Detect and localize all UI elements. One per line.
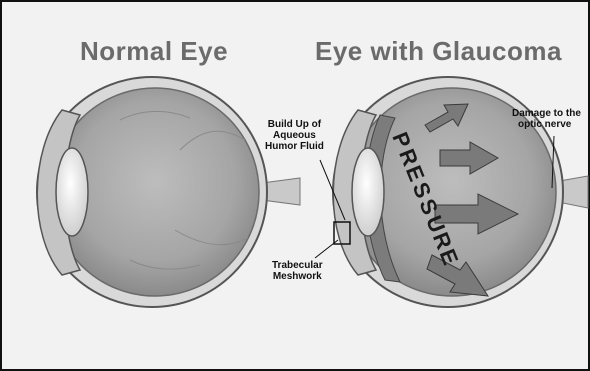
glaucoma-lens (352, 148, 384, 236)
label-damage: Damage to the optic nerve (512, 108, 581, 130)
title-glaucoma-eye: Eye with Glaucoma (315, 36, 562, 67)
label-buildup-line3: Humor Fluid (265, 141, 324, 152)
label-damage-line1: Damage to the (512, 108, 581, 119)
label-trabecular: Trabecular Meshwork (272, 260, 323, 282)
label-buildup-line2: Aqueous (265, 130, 324, 141)
label-damage-line2: optic nerve (512, 119, 581, 130)
label-trabecular-line1: Trabecular (272, 260, 323, 271)
label-buildup-line1: Build Up of (265, 119, 324, 130)
label-trabecular-line2: Meshwork (272, 271, 323, 282)
title-normal-eye: Normal Eye (80, 36, 228, 67)
normal-lens (56, 148, 88, 236)
label-buildup: Build Up of Aqueous Humor Fluid (265, 119, 324, 152)
